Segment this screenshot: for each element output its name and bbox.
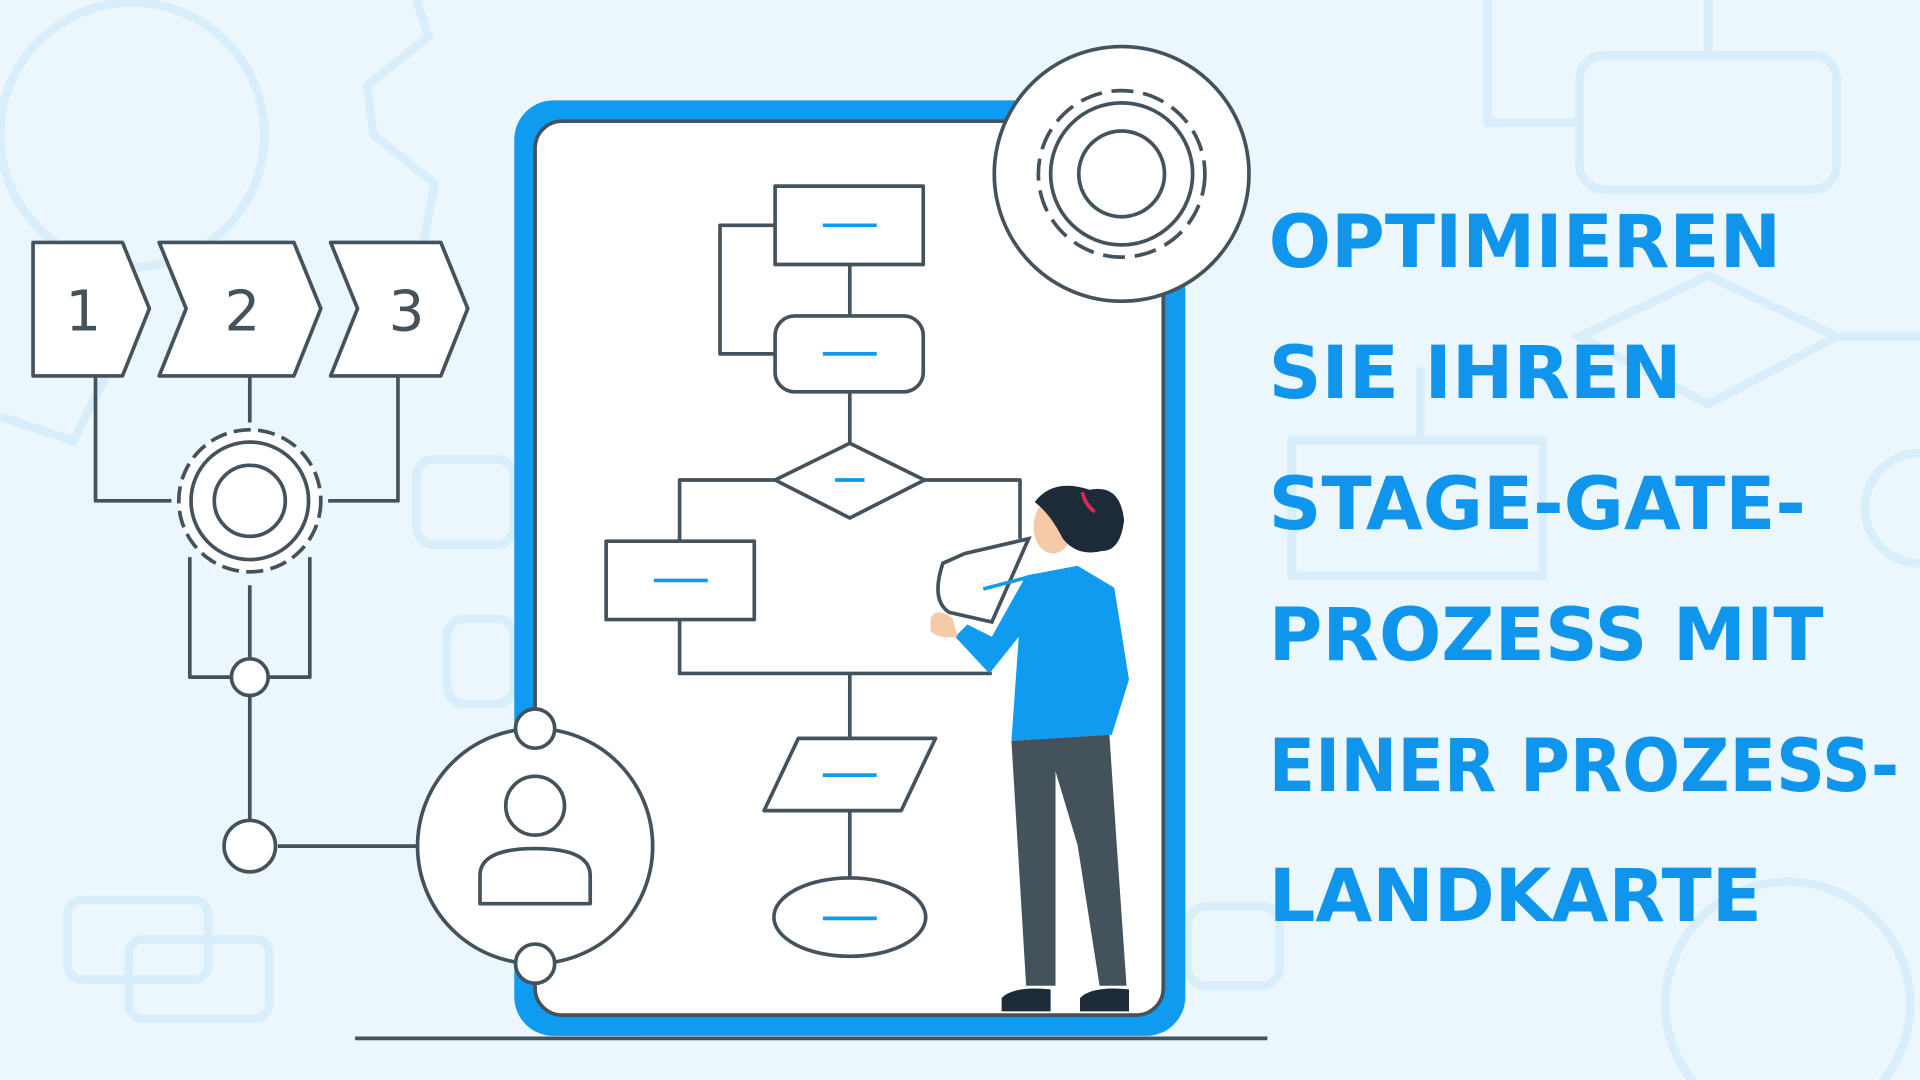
headline-line-6: LANDKARTE <box>1269 854 1762 939</box>
connector-lines <box>93 375 417 848</box>
stage-chevrons: 1 2 3 <box>31 240 470 378</box>
person-illustration <box>930 485 1129 1012</box>
stage-3-label: 3 <box>389 280 425 345</box>
headline-line-5: EINER PROZESS- <box>1269 724 1900 809</box>
settings-gear-icon <box>992 44 1251 304</box>
stage-1-chevron <box>31 240 152 378</box>
user-icon <box>415 707 655 986</box>
stage-3-chevron <box>328 240 470 378</box>
flowchart <box>604 184 1022 959</box>
gear-icon <box>176 427 323 574</box>
headline: OPTIMIEREN SIE IHREN STAGE-GATE- PROZESS… <box>1269 200 1900 939</box>
node-circle <box>222 818 278 874</box>
device-screen <box>533 119 1166 1017</box>
node-circle <box>229 656 270 698</box>
stage-1-label: 1 <box>65 280 101 345</box>
headline-line-2: SIE IHREN <box>1269 331 1682 416</box>
stage-2-label: 2 <box>225 280 261 345</box>
headline-line-3: STAGE-GATE- <box>1269 462 1806 547</box>
stage-2-chevron <box>157 240 323 378</box>
headline-line-4: PROZESS MIT <box>1269 593 1824 678</box>
headline-line-1: OPTIMIEREN <box>1269 200 1782 285</box>
